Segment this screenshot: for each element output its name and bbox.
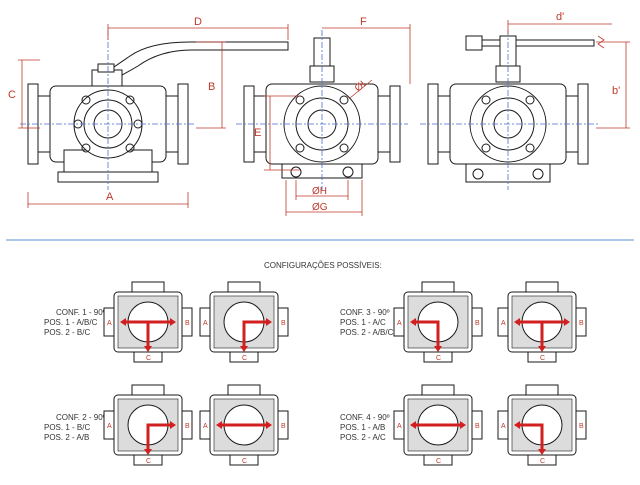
- flow-path: [242, 320, 268, 348]
- svg-text:CONF. 4 - 90º: CONF. 4 - 90º: [340, 413, 390, 422]
- dimension-d-prime: d': [556, 11, 564, 23]
- flow-arrowhead: [460, 421, 466, 429]
- svg-text:CONF. 1 - 90º: CONF. 1 - 90º: [56, 308, 106, 317]
- valve-diagram-conf-2-pos-1: A B C: [103, 384, 193, 466]
- svg-text:POS. 2 - B/C: POS. 2 - B/C: [44, 328, 90, 337]
- flow-arrowhead: [170, 421, 176, 429]
- front-view-centerlines: [20, 30, 196, 190]
- port-label-a: A: [107, 320, 112, 327]
- port-label-a: A: [501, 320, 506, 327]
- t-handle-dimensions: [507, 20, 630, 129]
- t-handle-view: [427, 35, 595, 183]
- valve-diagram-conf-1-pos-2: A B C: [199, 281, 289, 363]
- side-view-centerlines: [236, 30, 408, 190]
- dimension-e: E: [254, 127, 261, 139]
- port-label-b: B: [579, 320, 584, 327]
- flow-path: [414, 320, 440, 348]
- dimension-d: D: [194, 16, 202, 28]
- dimension-g: ØG: [312, 202, 328, 213]
- flow-arrowhead: [410, 421, 416, 429]
- svg-text:POS. 1 - A/C: POS. 1 - A/C: [340, 318, 386, 327]
- flow-arrowhead: [216, 421, 222, 429]
- t-handle-centerlines: [420, 30, 600, 190]
- flow-arrowhead: [538, 449, 546, 455]
- port-label-b: B: [579, 423, 584, 430]
- valve-diagram-conf-2-pos-2: A B C: [199, 384, 289, 466]
- front-view-dimensions: [18, 24, 289, 208]
- svg-text:POS. 1 - A/B: POS. 1 - A/B: [340, 423, 385, 432]
- port-label-b: B: [475, 423, 480, 430]
- flow-path: [518, 423, 544, 451]
- flow-arrowhead: [170, 318, 176, 326]
- valve-diagram-conf-4-pos-1: A B C: [393, 384, 483, 466]
- config-1-label: CONF. 1 - 90º POS. 1 - A/B/C POS. 2 - B/…: [44, 308, 106, 337]
- port-label-a: A: [203, 320, 208, 327]
- flow-arrowhead: [514, 421, 520, 429]
- config-2-label: CONF. 2 - 90º POS. 1 - B/C POS. 2 - A/B: [44, 413, 106, 442]
- svg-text:POS. 2 - A/C: POS. 2 - A/C: [340, 433, 386, 442]
- flow-arrowhead: [266, 318, 272, 326]
- side-view-dimensions: [264, 24, 411, 216]
- valve-diagram-conf-4-pos-2: A B C: [497, 384, 587, 466]
- svg-text:CONF. 3 - 90º: CONF. 3 - 90º: [340, 308, 390, 317]
- flow-arrowhead: [144, 449, 152, 455]
- port-label-a: A: [397, 423, 402, 430]
- port-label-c: C: [436, 355, 441, 362]
- port-label-a: A: [501, 423, 506, 430]
- port-label-a: A: [107, 423, 112, 430]
- dimension-f: F: [360, 16, 367, 28]
- port-configuration-diagrams: A B C A B C A B C A B C A B C A B C A B C A B C: [103, 281, 587, 466]
- port-label-c: C: [146, 458, 151, 465]
- flow-arrowhead: [564, 318, 570, 326]
- dimension-h: ØH: [312, 186, 327, 197]
- valve-diagram-conf-1-pos-1: A B C: [103, 281, 193, 363]
- config-4-label: CONF. 4 - 90º POS. 1 - A/B POS. 2 - A/C: [340, 413, 390, 442]
- dimension-a: A: [106, 191, 114, 203]
- dimension-c: C: [8, 89, 16, 101]
- port-label-b: B: [281, 320, 286, 327]
- flow-path: [146, 423, 172, 451]
- flow-arrowhead: [538, 346, 546, 352]
- flow-arrowhead: [434, 346, 442, 352]
- svg-text:POS. 2 - A/B/C: POS. 2 - A/B/C: [340, 328, 394, 337]
- port-label-b: B: [185, 423, 190, 430]
- port-label-b: B: [185, 320, 190, 327]
- port-label-c: C: [146, 355, 151, 362]
- port-label-c: C: [540, 458, 545, 465]
- svg-text:POS. 2 - A/B: POS. 2 - A/B: [44, 433, 89, 442]
- flow-arrowhead: [410, 318, 416, 326]
- port-label-c: C: [242, 355, 247, 362]
- port-label-b: B: [475, 320, 480, 327]
- config-3-label: CONF. 3 - 90º POS. 1 - A/C POS. 2 - A/B/…: [340, 308, 394, 337]
- valve-diagram-conf-3-pos-2: A B C: [497, 281, 587, 363]
- dimension-b-prime: b': [612, 85, 620, 97]
- flow-arrowhead: [144, 346, 152, 352]
- port-label-c: C: [436, 458, 441, 465]
- flow-arrowhead: [240, 346, 248, 352]
- flow-arrowhead: [266, 421, 272, 429]
- port-label-b: B: [281, 423, 286, 430]
- port-label-c: C: [540, 355, 545, 362]
- svg-text:POS. 1 - B/C: POS. 1 - B/C: [44, 423, 90, 432]
- valve-diagram-conf-3-pos-1: A B C: [393, 281, 483, 363]
- svg-text:CONF. 2 - 90º: CONF. 2 - 90º: [56, 413, 106, 422]
- dimension-b: B: [208, 81, 215, 93]
- flow-arrowhead: [514, 318, 520, 326]
- port-label-a: A: [203, 423, 208, 430]
- port-label-a: A: [397, 320, 402, 327]
- port-label-c: C: [242, 458, 247, 465]
- svg-text:POS. 1 - A/B/C: POS. 1 - A/B/C: [44, 318, 98, 327]
- configurations-title: CONFIGURAÇÕES POSSÍVEIS:: [264, 261, 382, 270]
- flow-arrowhead: [120, 318, 126, 326]
